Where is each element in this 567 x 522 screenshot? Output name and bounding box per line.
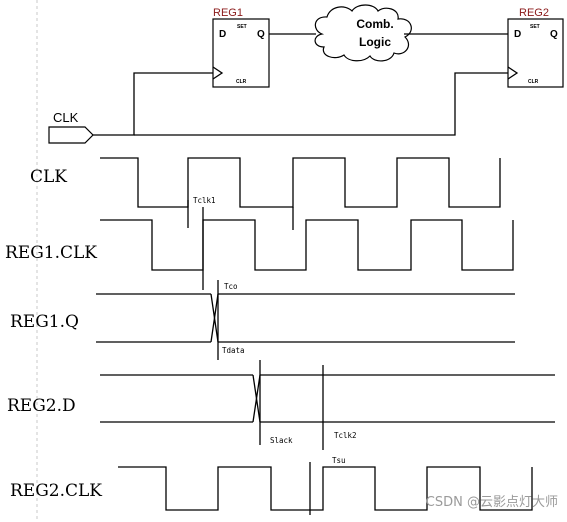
reg2-q-pin: Q	[550, 29, 558, 40]
reg2-clr-pin: CLR	[528, 79, 539, 85]
wire-clk-to-reg1	[93, 72, 213, 136]
reg1-clock-triangle-icon	[212, 66, 224, 80]
reg2-flipflop: REG2 D Q SET CLR	[507, 7, 564, 88]
watermark-text: CSDN @云影点灯大师	[426, 495, 558, 510]
signal-label-reg2-clk: REG2.CLK	[10, 481, 102, 501]
reg1-flipflop: REG1 D Q SET CLR	[212, 7, 270, 88]
reg2-box	[507, 18, 564, 88]
reg1-clk-waveform	[100, 219, 514, 271]
tdata-label: Tdata	[222, 346, 245, 355]
cloud-line2: Logic	[359, 35, 391, 49]
cloud-line1: Comb.	[356, 17, 393, 31]
signal-label-reg1-q: REG1.Q	[10, 312, 79, 332]
reg2-d-waveform	[100, 374, 555, 423]
reg1-q-pin: Q	[257, 29, 265, 40]
clk-input-label: CLK	[53, 110, 79, 125]
reg1-set-pin: SET	[237, 24, 247, 30]
reg2-d-pin: D	[514, 29, 521, 40]
signal-label-reg2-d: REG2.D	[7, 396, 76, 416]
reg1-box	[212, 18, 270, 88]
tclk2-label: Tclk2	[334, 431, 357, 440]
input-port-icon	[48, 126, 94, 144]
reg1-title: REG1	[213, 7, 243, 19]
comb-logic-cloud: Comb. Logic	[314, 4, 412, 62]
cloud-shape	[314, 4, 412, 62]
clk-input-port: CLK	[48, 110, 94, 144]
tsu-label: Tsu	[332, 456, 346, 465]
slack-label: Slack	[270, 436, 293, 445]
clk-waveform	[100, 157, 501, 208]
reg2-set-pin: SET	[530, 24, 540, 30]
reg2-clk-waveform	[118, 466, 533, 511]
tco-label: Tco	[224, 282, 238, 291]
reg1-d-pin: D	[219, 29, 226, 40]
signal-label-reg1-clk: REG1.CLK	[5, 243, 97, 263]
reg2-clock-triangle-icon	[507, 66, 519, 80]
tclk1-label: Tclk1	[193, 196, 216, 205]
signal-label-clk: CLK	[30, 167, 67, 187]
reg1-q-waveform	[96, 293, 515, 343]
reg1-clr-pin: CLR	[236, 79, 247, 85]
wire-clk-to-reg2	[134, 72, 508, 136]
reg2-title: REG2	[519, 7, 549, 19]
